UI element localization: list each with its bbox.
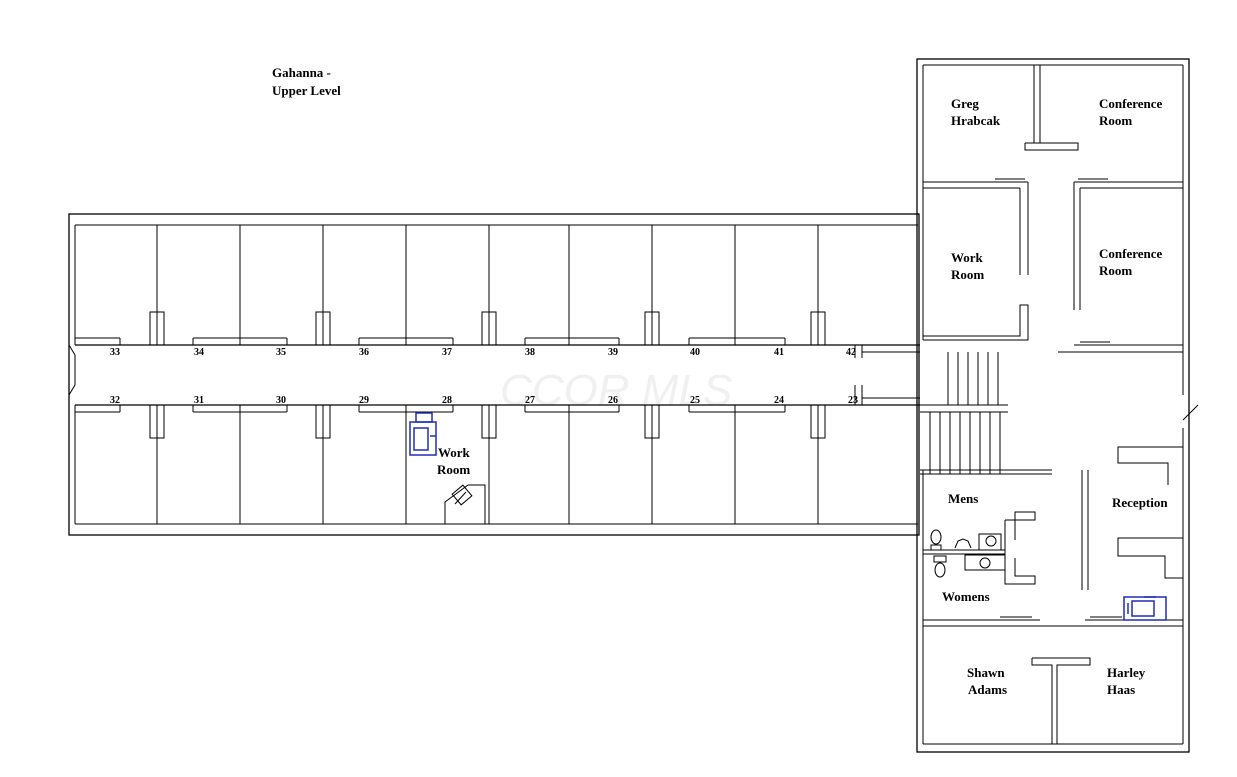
work-room-1-label-line-1: Work xyxy=(951,250,984,265)
conference-room-2-label-line-2: Room xyxy=(1099,263,1132,278)
conference-room-1-label-line-2: Room xyxy=(1099,113,1132,128)
office-number: 26 xyxy=(608,395,618,406)
office-number: 37 xyxy=(442,347,452,358)
office-number: 41 xyxy=(774,347,784,358)
shawn-office-label-line-1: Shawn xyxy=(967,665,1005,680)
work-room-2-label-line-2: Room xyxy=(437,462,470,477)
conference-room-1-label-line-1: Conference xyxy=(1099,96,1163,111)
copier-icon xyxy=(409,412,437,456)
chair-icon xyxy=(451,484,473,506)
mens-restroom-label: Mens xyxy=(948,491,978,506)
womens-restroom-label: Womens xyxy=(942,589,990,604)
office-number: 25 xyxy=(690,395,700,406)
office-number: 23 xyxy=(848,395,858,406)
watermark: CCOR MLS xyxy=(500,366,732,415)
office-number: 31 xyxy=(194,395,204,406)
east-wing-walls xyxy=(916,58,1199,753)
office-number: 42 xyxy=(846,347,856,358)
toilet-icon xyxy=(930,529,947,578)
office-number: 39 xyxy=(608,347,618,358)
plan-title-line-1: Gahanna - xyxy=(272,65,331,80)
greg-office-label-line-1: Greg xyxy=(951,96,979,111)
work-room-2-label-line-1: Work xyxy=(438,445,471,460)
office-number: 36 xyxy=(359,347,369,358)
office-number: 28 xyxy=(442,395,452,406)
office-numbers-bottom: 32 31 30 29 28 27 26 25 24 23 xyxy=(110,395,858,406)
office-number: 30 xyxy=(276,395,286,406)
shawn-office-label-line-2: Adams xyxy=(968,682,1007,697)
office-number: 24 xyxy=(774,395,784,406)
reception-label: Reception xyxy=(1112,495,1168,510)
sink-icon xyxy=(954,535,997,569)
conference-room-2-label-line-1: Conference xyxy=(1099,246,1163,261)
main-wing-walls xyxy=(68,213,920,536)
office-number: 40 xyxy=(690,347,700,358)
plan-title-line-2: Upper Level xyxy=(272,83,341,98)
office-number: 34 xyxy=(194,347,204,358)
office-number: 33 xyxy=(110,347,120,358)
office-number: 32 xyxy=(110,395,120,406)
copier-icon xyxy=(1123,596,1167,621)
office-number: 35 xyxy=(276,347,286,358)
office-number: 38 xyxy=(525,347,535,358)
office-number: 29 xyxy=(359,395,369,406)
harley-office-label-line-2: Haas xyxy=(1107,682,1135,697)
greg-office-label-line-2: Hrabcak xyxy=(951,113,1001,128)
harley-office-label-line-1: Harley xyxy=(1107,665,1146,680)
work-room-1-label-line-2: Room xyxy=(951,267,984,282)
office-number: 27 xyxy=(525,395,535,406)
office-numbers-top: 33 34 35 36 37 38 39 40 41 42 xyxy=(110,347,856,358)
